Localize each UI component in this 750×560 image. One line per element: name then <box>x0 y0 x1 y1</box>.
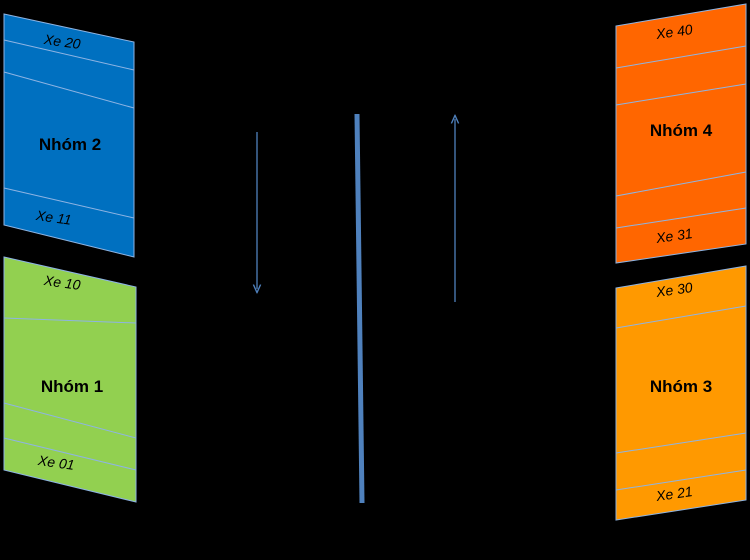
group-2-block: Xe 20 Nhóm 2 Xe 11 <box>3 13 135 258</box>
group-4-top-car: Xe 40 <box>654 21 694 42</box>
group-2-shape <box>3 13 135 258</box>
group-1-label: Nhóm 1 <box>41 377 103 396</box>
road-divider <box>354 113 365 504</box>
group-1-block: Xe 10 Nhóm 1 Xe 01 <box>3 256 137 503</box>
group-1-shape <box>3 256 137 503</box>
group-3-bottom-car: Xe 21 <box>654 483 693 504</box>
group-3-top-car: Xe 30 <box>654 279 694 300</box>
group-2-bottom-car: Xe 11 <box>34 207 72 228</box>
group-2-label: Nhóm 2 <box>39 135 101 154</box>
group-3-label: Nhóm 3 <box>650 377 712 396</box>
group-2-top-car: Xe 20 <box>42 31 82 52</box>
group-1-bottom-car: Xe 01 <box>36 452 75 473</box>
group-3-block: Xe 30 Nhóm 3 Xe 21 <box>615 265 747 521</box>
group-4-block: Xe 40 Nhóm 4 Xe 31 <box>615 3 747 264</box>
group-3-shape <box>615 265 747 521</box>
group-1-top-car: Xe 10 <box>42 272 82 293</box>
group-4-label: Nhóm 4 <box>650 121 713 140</box>
group-4-shape <box>615 3 747 264</box>
group-4-bottom-car: Xe 31 <box>654 225 693 246</box>
